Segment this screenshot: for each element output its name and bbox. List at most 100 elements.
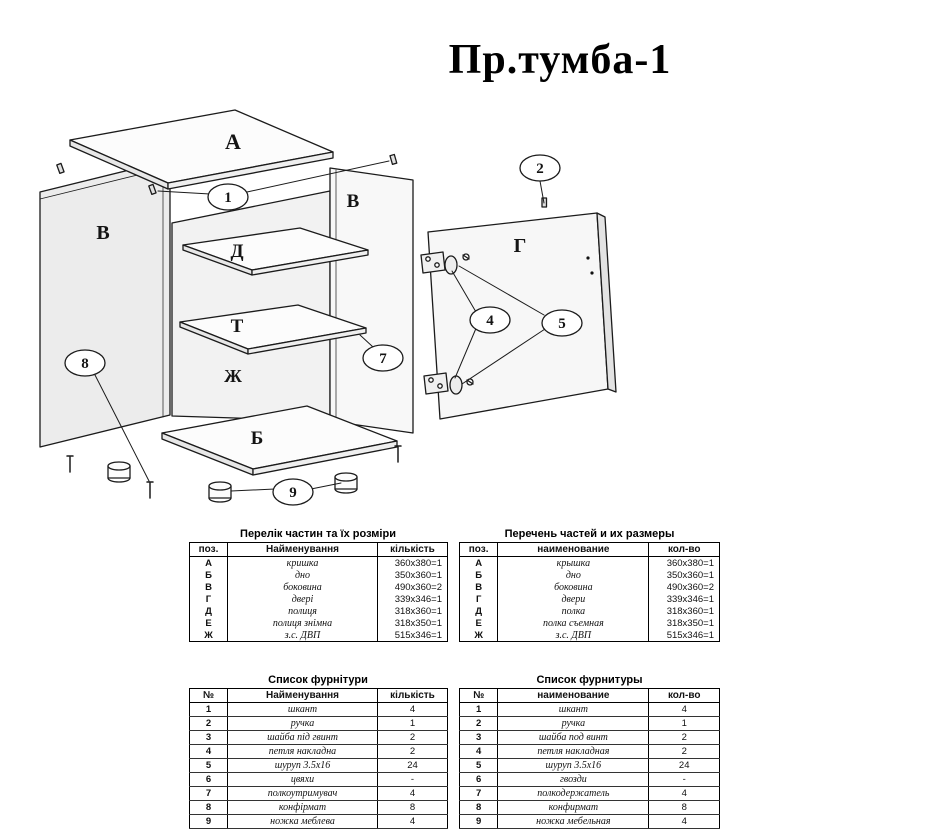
left-side-panel-shape <box>39 159 171 448</box>
table-cell: 4 <box>648 814 720 829</box>
callout-7: 7 <box>379 351 387 367</box>
parts-table-ru-section: Перечень частей и их размеры поз.наимено… <box>458 528 720 642</box>
table-cell: Д <box>458 605 499 617</box>
table-cell: 350x360=1 <box>377 569 448 581</box>
table-cell: - <box>377 772 448 787</box>
table-cell: 4 <box>189 744 228 759</box>
table-cell: 6 <box>189 772 228 787</box>
table-cell: 350x360=1 <box>648 569 720 581</box>
nails-icon <box>66 445 402 499</box>
column-header: поз. <box>189 542 228 557</box>
assembly-diagram: А В В Д Т Ж Б Г 1 2 4 5 7 8 9 <box>39 109 617 506</box>
bottom-panel-shape <box>161 405 398 476</box>
table-cell: 2 <box>377 744 448 759</box>
table-cell: 3 <box>458 730 499 745</box>
table-cell: 8 <box>377 800 448 815</box>
parts-table-ru-title: Перечень частей и их размеры <box>504 528 675 540</box>
table-cell: шайба под винт <box>497 730 650 745</box>
table-cell: ножка меблева <box>227 814 378 829</box>
table-cell: 5 <box>189 758 228 773</box>
parts-table-ua-title: Перелік частин та їх розміри <box>240 528 396 540</box>
table-cell: Е <box>458 617 499 629</box>
column-header: № <box>458 688 499 703</box>
column-header: кількість <box>377 688 448 703</box>
table-cell: А <box>189 556 228 569</box>
table-cell: боковина <box>227 581 378 593</box>
table-cell: 318x350=1 <box>377 617 448 629</box>
table-cell: Б <box>189 569 228 581</box>
table-cell: 4 <box>648 702 720 717</box>
label-bottom-panel: Б <box>251 428 264 449</box>
table-cell: Д <box>189 605 228 617</box>
table-cell: конфірмат <box>227 800 378 815</box>
table-cell: Г <box>189 593 228 605</box>
table-cell: В <box>458 581 499 593</box>
table-cell: 4 <box>377 786 448 801</box>
table-cell: 2 <box>648 744 720 759</box>
table-cell: 7 <box>189 786 228 801</box>
table-cell: - <box>648 772 720 787</box>
table-cell: шкант <box>227 702 378 717</box>
table-cell: Ж <box>458 629 499 642</box>
table-cell: з.с. ДВП <box>227 629 378 642</box>
parts-table-ua-section: Перелік частин та їх розміри поз.Наймену… <box>189 528 448 642</box>
table-cell: Б <box>458 569 499 581</box>
table-cell: ручка <box>497 716 650 731</box>
column-header: кількість <box>377 542 448 557</box>
table-cell: цвяхи <box>227 772 378 787</box>
table-cell: 9 <box>189 814 228 829</box>
column-header: наименование <box>497 542 650 557</box>
column-header: поз. <box>458 542 499 557</box>
table-cell: Е <box>189 617 228 629</box>
callout-8: 8 <box>81 356 89 372</box>
table-cell: полка съемная <box>497 617 650 629</box>
label-shelf-t: Т <box>231 316 244 337</box>
table-cell: В <box>189 581 228 593</box>
table-cell: ножка мебельная <box>497 814 650 829</box>
table-cell: 4 <box>648 786 720 801</box>
table-cell: 2 <box>189 716 228 731</box>
table-cell: 6 <box>458 772 499 787</box>
table-cell: 3 <box>189 730 228 745</box>
column-header: Найменування <box>227 542 378 557</box>
table-cell: шуруп 3.5x16 <box>497 758 650 773</box>
table-cell: 339x346=1 <box>648 593 720 605</box>
label-shelf-d: Д <box>230 241 243 262</box>
label-right-side-panel: В <box>347 191 360 212</box>
table-cell: 8 <box>189 800 228 815</box>
table-cell: 360x380=1 <box>648 556 720 569</box>
table-cell: полкодержатель <box>497 786 650 801</box>
column-header: кол-во <box>648 688 720 703</box>
table-cell: шкант <box>497 702 650 717</box>
column-header: № <box>189 688 228 703</box>
table-cell: 5 <box>458 758 499 773</box>
hardware-table-ua-title: Список фурнітури <box>268 674 368 686</box>
table-cell: дно <box>497 569 650 581</box>
hinge-top-icon <box>420 251 470 274</box>
callout-bubbles <box>64 154 583 506</box>
page-title: Пр.тумба-1 <box>448 37 672 83</box>
table-cell: дно <box>227 569 378 581</box>
table-cell: петля накладна <box>227 744 378 759</box>
furniture-feet-icon <box>107 461 358 503</box>
label-door: Г <box>514 235 527 257</box>
